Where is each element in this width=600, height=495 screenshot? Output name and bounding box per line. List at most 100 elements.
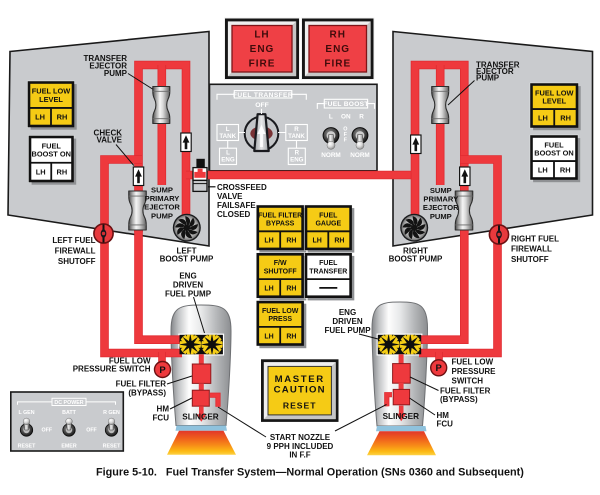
svg-text:GAUGE: GAUGE [315, 221, 341, 228]
svg-text:FUEL PUMP: FUEL PUMP [324, 326, 371, 335]
svg-text:L: L [226, 126, 230, 133]
svg-text:ENG: ENG [325, 44, 350, 55]
svg-text:PRESSURE: PRESSURE [452, 367, 497, 376]
svg-text:LH: LH [312, 238, 321, 245]
svg-text:SHUTOFF: SHUTOFF [511, 255, 549, 264]
svg-text:TANK: TANK [219, 133, 236, 140]
svg-text:TANK: TANK [288, 133, 305, 140]
svg-text:LH: LH [254, 30, 269, 41]
svg-text:EMER: EMER [61, 444, 76, 450]
svg-text:FUEL TRANSFER: FUEL TRANSFER [233, 92, 293, 99]
svg-text:LH: LH [36, 168, 46, 177]
svg-text:LEFT: LEFT [177, 247, 197, 256]
svg-text:L: L [329, 114, 333, 121]
svg-text:FUEL: FUEL [319, 260, 338, 267]
svg-text:ENG: ENG [250, 44, 275, 55]
svg-text:FCU: FCU [437, 420, 454, 429]
svg-text:PUMP: PUMP [151, 211, 173, 220]
svg-text:TRANSFER: TRANSFER [83, 54, 127, 63]
svg-text:DC POWER: DC POWER [54, 400, 83, 406]
svg-text:Figure 5-10. Fuel Transfer S: Figure 5-10. Fuel Transfer System—Normal… [96, 467, 524, 479]
svg-text:SLINGER: SLINGER [383, 412, 419, 421]
svg-text:LH: LH [264, 333, 273, 340]
svg-text:LH: LH [35, 113, 45, 122]
svg-text:RH: RH [286, 238, 296, 245]
svg-text:LH: LH [538, 113, 548, 122]
svg-text:LEFT FUEL: LEFT FUEL [52, 236, 95, 245]
svg-text:LH: LH [264, 286, 273, 293]
svg-text:9 PPH INCLUDED: 9 PPH INCLUDED [267, 442, 334, 451]
svg-text:FUEL LOW: FUEL LOW [109, 357, 151, 366]
svg-text:SUMP: SUMP [430, 186, 452, 195]
svg-text:RH: RH [560, 113, 571, 122]
svg-text:EJECTOR: EJECTOR [476, 67, 514, 76]
svg-text:RIGHT: RIGHT [403, 247, 428, 256]
svg-text:FIREWALL: FIREWALL [55, 247, 96, 256]
svg-text:START NOZZLE: START NOZZLE [270, 433, 331, 442]
svg-text:(BYPASS): (BYPASS) [440, 395, 478, 404]
svg-text:VALVE: VALVE [97, 136, 123, 145]
svg-text:PUMP: PUMP [476, 74, 500, 83]
svg-text:SLINGER: SLINGER [182, 413, 218, 422]
svg-text:LH: LH [538, 165, 548, 174]
svg-text:FIREWALL: FIREWALL [511, 245, 552, 254]
svg-text:BATT: BATT [62, 410, 76, 416]
svg-text:RH: RH [334, 238, 344, 245]
svg-text:ON: ON [341, 114, 351, 121]
svg-text:L GEN: L GEN [18, 410, 34, 416]
svg-text:LEVEL: LEVEL [39, 95, 63, 104]
svg-text:BOOST PUMP: BOOST PUMP [389, 255, 443, 264]
svg-text:FUEL BOOST: FUEL BOOST [323, 101, 368, 108]
svg-text:DRIVEN: DRIVEN [173, 281, 203, 290]
svg-text:RH: RH [286, 333, 296, 340]
svg-text:FUEL FILTER: FUEL FILTER [440, 387, 491, 396]
svg-text:ENG: ENG [339, 308, 356, 317]
svg-text:CAUTION: CAUTION [274, 385, 326, 396]
svg-text:LEVEL: LEVEL [542, 97, 566, 106]
svg-text:R: R [294, 126, 299, 133]
svg-text:FUEL PUMP: FUEL PUMP [165, 290, 212, 299]
svg-text:RH: RH [57, 113, 68, 122]
svg-text:SHUTOFF: SHUTOFF [264, 268, 298, 275]
svg-text:CROSSFEED: CROSSFEED [217, 183, 267, 192]
svg-text:HM: HM [157, 405, 170, 414]
svg-text:BOOST PUMP: BOOST PUMP [160, 255, 214, 264]
svg-text:OFF: OFF [255, 102, 269, 109]
svg-text:RH: RH [560, 165, 571, 174]
svg-text:BYPASS: BYPASS [266, 221, 295, 228]
svg-text:FCU: FCU [153, 414, 170, 423]
svg-text:CLOSED: CLOSED [217, 210, 251, 219]
svg-text:LH: LH [264, 238, 273, 245]
svg-text:DRIVEN: DRIVEN [332, 317, 362, 326]
svg-text:FUEL: FUEL [42, 141, 62, 150]
svg-text:SWITCH: SWITCH [452, 377, 484, 386]
svg-text:BOOST ON: BOOST ON [32, 150, 71, 159]
svg-text:RESET: RESET [103, 444, 121, 450]
svg-text:EJECTOR: EJECTOR [144, 203, 180, 212]
svg-text:ENG: ENG [290, 157, 304, 164]
svg-text:BOOST ON: BOOST ON [534, 149, 573, 158]
svg-text:P: P [436, 363, 443, 374]
svg-text:FIRE: FIRE [324, 59, 351, 70]
svg-text:FUEL LOW: FUEL LOW [32, 87, 70, 96]
svg-text:EJECTOR: EJECTOR [423, 203, 459, 212]
svg-text:FUEL LOW: FUEL LOW [262, 308, 299, 315]
svg-text:FUEL: FUEL [319, 212, 338, 219]
svg-text:RESET: RESET [18, 444, 36, 450]
svg-text:R GEN: R GEN [103, 410, 120, 416]
svg-text:FUEL LOW: FUEL LOW [452, 358, 494, 367]
svg-text:F: F [344, 138, 348, 144]
svg-text:PRIMARY: PRIMARY [423, 195, 458, 204]
svg-text:R: R [359, 114, 364, 121]
svg-text:OFF: OFF [42, 428, 53, 434]
svg-text:FUEL FILTER: FUEL FILTER [116, 380, 167, 389]
svg-text:L: L [226, 150, 230, 157]
svg-text:PRESSURE SWITCH: PRESSURE SWITCH [73, 365, 151, 374]
svg-text:ENG: ENG [221, 157, 235, 164]
svg-text:ENG: ENG [179, 272, 196, 281]
svg-text:IN F.F: IN F.F [289, 451, 310, 460]
svg-text:FIRE: FIRE [249, 59, 276, 70]
svg-text:RESET: RESET [283, 401, 317, 411]
svg-text:OFF: OFF [86, 428, 97, 434]
svg-text:RH: RH [57, 168, 68, 177]
